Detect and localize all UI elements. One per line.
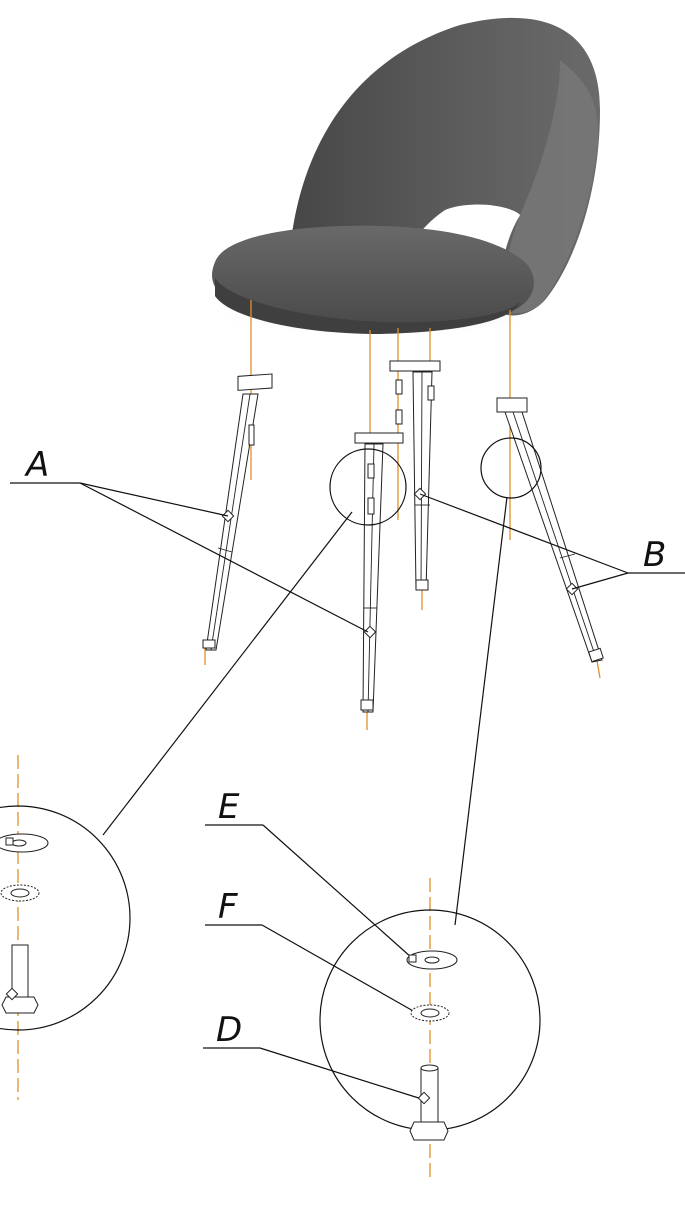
leg-shaft: [205, 393, 259, 651]
leg-bolt: [367, 497, 375, 515]
detail-view-right: [319, 909, 541, 1141]
leg-front-center: [354, 432, 404, 713]
leg-bolt: [395, 379, 403, 395]
leg-center-line: [210, 393, 251, 651]
lock-washer-hole: [420, 1008, 440, 1018]
callout-b-leader: [419, 493, 629, 574]
leg-foot: [360, 699, 374, 711]
leg-mounting-plate: [496, 397, 528, 413]
leg-center-line: [367, 443, 375, 713]
leg-back-right: [496, 397, 604, 663]
chair-shell: [210, 17, 600, 336]
chair-seat-cushion: [212, 225, 534, 325]
callout-label-f: F: [218, 887, 238, 927]
washer-hole: [11, 839, 27, 847]
leg-shaft: [504, 411, 603, 663]
callout-a-leader: [79, 482, 229, 517]
detail-circle-small-right: [480, 437, 542, 499]
callout-label-d: D: [216, 1010, 242, 1050]
chair-seat-underside: [215, 278, 520, 334]
washer-hole: [424, 956, 440, 964]
detail-link-line: [102, 511, 353, 836]
leg-center-line: [512, 411, 598, 662]
leg-shaft: [412, 371, 433, 591]
detail-link-line: [454, 496, 508, 926]
leg-mounting-plate: [354, 432, 404, 444]
lock-washer-hole: [10, 888, 30, 898]
callout-a-leader: [79, 482, 369, 633]
callout-f-leader: [261, 924, 416, 1013]
callout-e-leader: [262, 824, 413, 959]
callout-label-e: E: [218, 787, 240, 827]
leg-marker-a: [363, 625, 377, 639]
backrest-right-edge: [495, 60, 599, 314]
leg-center-line: [420, 371, 423, 591]
leg-mounting-plate: [389, 360, 441, 372]
detail-circle-small-left: [329, 448, 407, 526]
leg-bolt: [367, 463, 375, 479]
washer-marker: [408, 954, 417, 963]
backrest-opening: [430, 207, 520, 232]
leg-back-center: [389, 360, 441, 591]
bolt-shank: [11, 944, 29, 998]
bolt-head: [1, 996, 39, 1014]
bolt-marker: [5, 987, 19, 1001]
bolt-head-d: [409, 1121, 449, 1141]
leg-foot: [202, 639, 216, 649]
leg-bolt: [395, 409, 403, 425]
detail-circle-left: [0, 805, 131, 1031]
callout-d-leader: [259, 1047, 426, 1101]
callout-label-b: B: [643, 535, 666, 575]
callout-b-leader: [571, 572, 629, 590]
leg-bolt: [427, 385, 435, 401]
washer-marker: [5, 837, 14, 846]
bolt-tip: [420, 1064, 439, 1072]
callout-label-a: A: [24, 445, 49, 485]
leg-mounting-plate: [237, 373, 273, 391]
leg-front-left: [202, 373, 273, 651]
leg-foot: [588, 647, 604, 663]
leg-bolt: [248, 424, 255, 446]
leg-joint: [217, 547, 233, 553]
leg-foot: [415, 579, 429, 591]
detail-view-left: [0, 805, 131, 1031]
bolt-marker: [417, 1091, 431, 1105]
leg-joint: [559, 553, 576, 559]
leader-lines: [10, 482, 685, 1101]
